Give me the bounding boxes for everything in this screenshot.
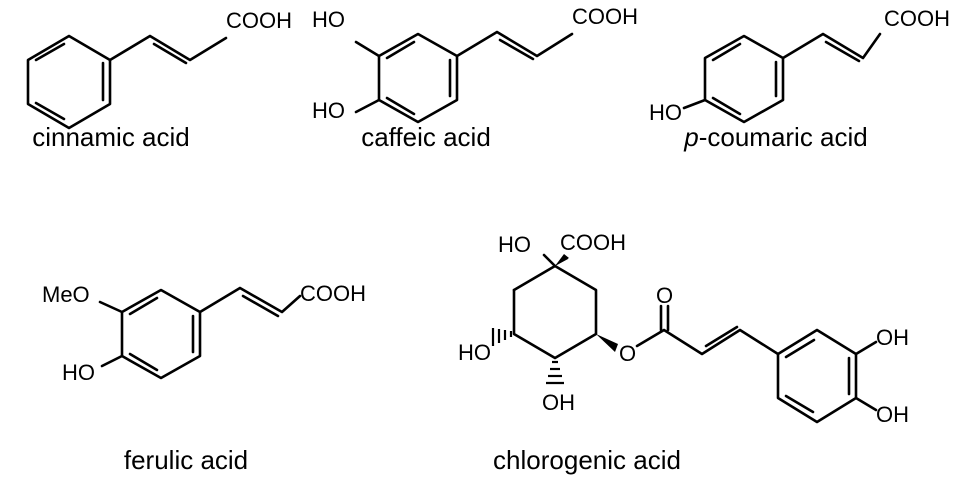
chlorogenic-ho-top-label: HO bbox=[498, 232, 531, 257]
p-coumaric-acid-structure: HO COOH p-coumaric acid bbox=[649, 6, 950, 152]
cinnamic-caption: cinnamic acid bbox=[32, 122, 190, 152]
chlorogenic-cooh-label: COOH bbox=[560, 230, 626, 255]
chlorogenic-oh-bottom-label: OH bbox=[542, 390, 575, 415]
cinnamic-side-chain bbox=[108, 34, 228, 62]
cinnamic-cooh-label: COOH bbox=[226, 8, 292, 33]
chlorogenic-ester-bonds bbox=[635, 328, 780, 356]
ferulic-meo-label: MeO bbox=[42, 282, 90, 307]
ferulic-acid-structure: MeO HO COOH ferulic acid bbox=[42, 281, 366, 475]
chlorogenic-acid-structure: HO COOH HO OH O O OH bbox=[458, 230, 909, 475]
chlorogenic-benzene-ring bbox=[776, 328, 858, 424]
chlorogenic-carbonyl-bond bbox=[659, 304, 670, 332]
coumaric-caption: p-coumaric acid bbox=[683, 122, 868, 152]
caffeic-oh-bonds bbox=[354, 40, 381, 114]
coumaric-alkene-double-bond bbox=[824, 40, 861, 63]
coumaric-ring-inner-bonds bbox=[711, 42, 778, 116]
caffeic-acid-structure: HO HO COOH caffeic acid bbox=[312, 4, 638, 152]
cinnamic-alkene-double-bond bbox=[152, 42, 188, 65]
ferulic-benzene-ring bbox=[120, 288, 202, 380]
caffeic-side-chain bbox=[455, 30, 574, 58]
ferulic-alkene-double-bond bbox=[241, 294, 280, 318]
ferulic-ho-label: HO bbox=[62, 360, 95, 385]
chlorogenic-oh-ring-top-label: OH bbox=[876, 325, 909, 350]
chlorogenic-bottom-oh-hash bbox=[546, 360, 564, 385]
chlorogenic-oh-ring-bottom-label: OH bbox=[876, 402, 909, 427]
coumaric-side-chain bbox=[781, 32, 882, 60]
coumaric-caption-prefix: p bbox=[683, 122, 698, 152]
caffeic-ring-inner-bonds bbox=[385, 40, 452, 116]
ferulic-ring-inner-bonds bbox=[128, 296, 195, 372]
coumaric-caption-rest: -coumaric acid bbox=[699, 122, 868, 152]
ferulic-substituent-bonds bbox=[98, 300, 124, 368]
ferulic-cooh-label: COOH bbox=[300, 281, 366, 306]
chlorogenic-left-ho-hash bbox=[491, 328, 513, 346]
ferulic-caption: ferulic acid bbox=[124, 445, 248, 475]
caffeic-ho-bottom-label: HO bbox=[312, 98, 345, 123]
ferulic-side-chain bbox=[198, 286, 302, 314]
coumaric-ho-label: HO bbox=[649, 100, 682, 125]
chlorogenic-c1-ho-bond bbox=[542, 253, 557, 268]
coumaric-benzene-ring bbox=[703, 34, 785, 124]
chlorogenic-ring-oh-bonds bbox=[854, 340, 878, 412]
caffeic-ho-top-label: HO bbox=[312, 7, 345, 32]
caffeic-alkene-double-bond bbox=[498, 38, 535, 61]
cinnamic-ring-inner-bonds bbox=[34, 42, 105, 121]
coumaric-cooh-label: COOH bbox=[884, 6, 950, 31]
chlorogenic-ring-inner-bonds bbox=[784, 338, 851, 414]
chlorogenic-c1-cooh-wedge bbox=[555, 254, 569, 266]
coumaric-oh-bond bbox=[682, 98, 707, 110]
cinnamic-benzene-ring bbox=[26, 34, 112, 130]
cinnamic-acid-structure: COOH cinnamic acid bbox=[26, 8, 292, 152]
caffeic-cooh-label: COOH bbox=[572, 4, 638, 29]
chlorogenic-caption: chlorogenic acid bbox=[493, 445, 681, 475]
chlorogenic-ho-left-label: HO bbox=[458, 340, 491, 365]
chlorogenic-cyclohexane-ring bbox=[512, 264, 598, 360]
caffeic-benzene-ring bbox=[377, 32, 459, 124]
chlorogenic-ester-wedge bbox=[596, 334, 618, 352]
chlorogenic-ring-closure bbox=[512, 264, 557, 292]
chlorogenic-carbonyl-o-label: O bbox=[656, 283, 673, 308]
chlorogenic-alkene-double-bond bbox=[704, 325, 739, 348]
chlorogenic-ester-o-label: O bbox=[619, 341, 636, 366]
caffeic-caption: caffeic acid bbox=[361, 122, 491, 152]
